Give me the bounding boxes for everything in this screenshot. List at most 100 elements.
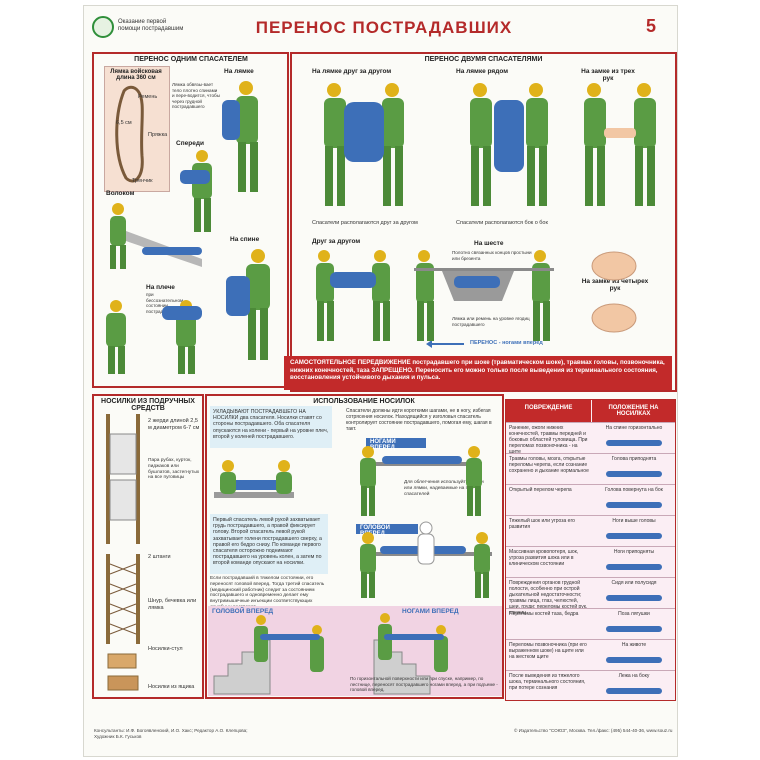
strap-size: 6,5 см	[116, 120, 132, 126]
stretcher-heading: ИСПОЛЬЗОВАНИЕ НОСИЛОК	[313, 398, 415, 405]
stairs-head-first-label: ГОЛОВОЙ ВПЕРЕД	[212, 608, 274, 615]
patient-position-icon	[606, 657, 662, 663]
table-row: Тяжелый шок или угроза его развития Ноги …	[506, 515, 675, 546]
footer-publisher: © Издательство "СОЮЗ", Москва. Тел./факс…	[514, 728, 673, 733]
position-table: ПОВРЕЖДЕНИЕ ПОЛОЖЕНИЕ НА НОСИЛКАХ Ранени…	[505, 399, 676, 701]
patient-position-icon	[606, 440, 662, 446]
strap-diagram	[104, 66, 170, 192]
rescuer-carry-shoulder-illustration	[106, 300, 202, 374]
table-cell-position: Ноги выше головы	[612, 518, 656, 524]
label-rope: Шнур, бечевка или лямка	[148, 598, 197, 611]
note-pole-top: Полотно связанных концов простыни или бр…	[452, 250, 532, 261]
improvised-stretcher-illustration	[106, 414, 140, 691]
table-cell-injury: Повреждения органов грудной полости, осо…	[509, 580, 588, 616]
improvised-heading: НОСИЛКИ ИЗ ПОДРУЧНЫХ СРЕДСТВ	[101, 398, 195, 412]
label-four-hands: На замке из четырех рук	[581, 278, 649, 292]
stretcher-use-section	[205, 394, 504, 699]
table-cell-injury: Массивная кровопотеря, шок, угроза разви…	[509, 549, 579, 567]
label-poles: 2 жерди длиной 2,5 м диаметром 6-7 см	[148, 418, 200, 431]
two-rescuers-bottom-illustration	[316, 250, 637, 341]
one-rescuer-section	[92, 52, 289, 388]
label-box: Носилки из ящика	[148, 684, 195, 690]
label-on-pole: На шесте	[474, 240, 504, 247]
table-cell-position: Сидя или полусидя	[611, 580, 657, 586]
rescuer-carry-front-illustration	[180, 150, 212, 232]
label-three-hands: На замке из трех рук	[581, 68, 635, 82]
stretcher-text-lift: Первый спасатель левой рукой захватывает…	[210, 514, 328, 574]
improvised-stretchers-section	[92, 394, 204, 699]
label-one-after: Друг за другом	[312, 238, 361, 245]
footer-authors: Консультанты: И.Ф. Богоявленский, И.О. Х…	[94, 728, 248, 739]
table-cell-position: Голова приподнята	[611, 456, 657, 462]
table-cell-injury: Переломы костей таза, бедра	[509, 611, 579, 617]
table-row: Ранение, ожоги нижних конечностей, травм…	[506, 422, 675, 455]
table-cell-position: На спине горизонтально	[605, 425, 663, 431]
note-one-after: Спасатели располагаются друг за другом	[312, 220, 418, 226]
stretcher-carry-illustration	[214, 446, 492, 598]
label-strap-one-after: На лямке друг за другом	[312, 68, 392, 75]
warning-banner: САМОСТОЯТЕЛЬНОЕ ПЕРЕДВИЖЕНИЕ пострадавше…	[284, 356, 672, 390]
poster: Оказание первой помощи пострадавшим ПЕРЕ…	[83, 5, 678, 757]
stairs-note: По горизонтальной поверхности или при сп…	[350, 676, 498, 693]
table-cell-injury: Переломы позвоночника (при его выраженно…	[509, 642, 587, 660]
table-row: Повреждения органов грудной полости, осо…	[506, 577, 675, 616]
table-cell-injury: Открытый перелом черепа	[509, 487, 572, 493]
strap-label-buckle: Пряжка	[148, 132, 168, 138]
strap-label-tab: Тренчик	[132, 178, 153, 184]
table-cell-position: На животе	[621, 642, 647, 648]
page-title: ПЕРЕНОС ПОСТРАДАВШИХ	[255, 18, 513, 37]
table-cell-injury: Травмы головы, мозга, открытые переломы …	[509, 456, 589, 474]
header: Оказание первой помощи пострадавшим ПЕРЕ…	[84, 6, 677, 46]
table-row: Переломы костей таза, бедра Поза лягушки	[506, 608, 675, 639]
logo-text: Оказание первой помощи пострадавшим	[118, 19, 184, 32]
label-on-strap: На лямке	[224, 68, 254, 75]
direction-arrow-icon	[426, 340, 464, 348]
patient-position-icon	[606, 502, 662, 508]
table-row: Травмы головы, мозга, открытые переломы …	[506, 453, 675, 484]
patient-position-icon	[606, 595, 662, 601]
table-cell-position: Ноги приподняты	[613, 549, 655, 555]
two-rescuers-section	[290, 52, 677, 392]
logo-icon	[92, 16, 114, 38]
rescuer-carry-strap-illustration	[222, 81, 258, 192]
label-on-back: На спине	[230, 236, 260, 243]
rescuer-carry-back-illustration	[226, 249, 270, 360]
strap-note: Лямка обвязы-вает тело плотно спинами и …	[172, 82, 220, 110]
label-shoulder: На плече	[146, 284, 175, 291]
strap-title: Лямка войсковая длина 360 см	[110, 69, 162, 81]
table-row: Переломы позвоночника (при его выраженно…	[506, 639, 675, 670]
table-row: После выведения из тяжелого шока, термин…	[506, 670, 675, 701]
rescuer-drag-illustration	[110, 203, 202, 269]
label-clothes: Пара рубах, курток, пиджаков или бушлато…	[148, 458, 200, 481]
patient-position-icon	[606, 626, 662, 632]
label-front: Спереди	[176, 140, 204, 147]
note-pole-bottom: Лямка или ремень на уровне ягодиц постра…	[452, 316, 530, 327]
table-cell-injury: После выведения из тяжелого шока, термин…	[509, 673, 586, 691]
label-drag: Волоком	[106, 190, 135, 197]
table-cell-injury: Ранение, ожоги нижних конечностей, травм…	[509, 425, 588, 455]
label-chair: Носилки-стул	[148, 646, 183, 652]
table-cell-position: Лежа на боку	[618, 673, 650, 679]
banner-feet-first: НОГАМИ ВПЕРЕД	[366, 438, 426, 451]
label-two-poles: 2 штанги	[148, 554, 171, 560]
patient-position-icon	[606, 533, 662, 539]
label-strap-side: На лямке рядом	[456, 68, 509, 75]
stretcher-text-walk: Спасатели должны идти короткими шагами, …	[346, 408, 492, 432]
stretcher-text-straps: Для облегчения используйте ремни или лям…	[404, 480, 484, 497]
one-rescuer-heading: ПЕРЕНОС ОДНИМ СПАСАТЕЛЕМ	[134, 56, 248, 63]
strap-label-belt: Ремень	[138, 94, 158, 100]
table-cell-position: Голова повернута на бок	[605, 487, 663, 493]
table-cell-injury: Тяжелый шок или угроза его развития	[509, 518, 575, 530]
patient-position-icon	[606, 564, 662, 570]
table-header-position: ПОЛОЖЕНИЕ НА НОСИЛКАХ	[592, 400, 675, 422]
table-row: Открытый перелом черепа Голова повернута …	[506, 484, 675, 515]
table-cell-position: Поза лягушки	[618, 611, 650, 617]
patient-position-icon	[606, 471, 662, 477]
page-number: 5	[646, 16, 657, 36]
strap-loop-icon	[115, 85, 144, 183]
patient-position-icon	[606, 688, 662, 694]
two-rescuers-heading: ПЕРЕНОС ДВУМЯ СПАСАТЕЛЯМИ	[424, 56, 543, 63]
stairs-carry-illustration	[213, 613, 448, 695]
two-rescuers-top-illustration	[324, 83, 656, 206]
note-side: Спасатели располагаются бок о бок	[456, 220, 548, 226]
